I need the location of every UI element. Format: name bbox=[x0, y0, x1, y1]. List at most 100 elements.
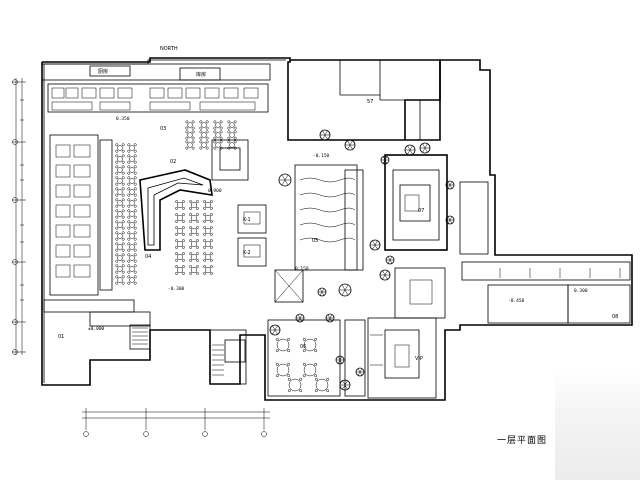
chair bbox=[199, 130, 203, 134]
chair bbox=[133, 160, 137, 164]
chair bbox=[199, 136, 203, 140]
plant-leaf bbox=[342, 380, 346, 386]
chair bbox=[227, 126, 231, 130]
chair bbox=[133, 264, 137, 268]
chair bbox=[115, 154, 119, 158]
chair bbox=[189, 265, 193, 269]
chair bbox=[185, 136, 189, 140]
room-vip-label: VIP bbox=[415, 356, 423, 362]
level-mark-0: ±0.000 bbox=[88, 326, 105, 332]
chair bbox=[233, 126, 237, 130]
plant-leaf bbox=[422, 147, 426, 153]
chair bbox=[233, 130, 237, 134]
plant-leaf bbox=[357, 368, 361, 373]
dining-table bbox=[201, 142, 207, 148]
chair bbox=[205, 146, 209, 150]
chair bbox=[195, 200, 199, 204]
chair bbox=[127, 275, 131, 279]
chair bbox=[209, 213, 213, 217]
room-05-label: 05 bbox=[312, 238, 318, 244]
chair bbox=[326, 377, 330, 381]
plant-leaf bbox=[329, 314, 333, 319]
chair bbox=[133, 149, 137, 153]
chair bbox=[287, 349, 291, 353]
plant-leaf bbox=[447, 219, 451, 224]
drawing-title: 一层平面图 bbox=[497, 436, 548, 446]
chair bbox=[127, 160, 131, 164]
north-label: NORTH bbox=[160, 46, 178, 52]
chair bbox=[115, 182, 119, 186]
plant-leaf bbox=[349, 140, 353, 146]
chair bbox=[195, 219, 199, 223]
chair bbox=[115, 160, 119, 164]
chair bbox=[209, 219, 213, 223]
dining-table bbox=[176, 227, 184, 235]
chair bbox=[299, 389, 303, 393]
chair bbox=[181, 245, 185, 249]
plant-leaf bbox=[382, 159, 386, 164]
chair bbox=[115, 248, 119, 252]
dining-table bbox=[176, 214, 184, 222]
chair bbox=[127, 171, 131, 175]
plant-leaf bbox=[384, 156, 388, 161]
chair bbox=[115, 253, 119, 257]
room-06-label: 06 bbox=[300, 344, 306, 350]
chair bbox=[115, 231, 119, 235]
dining-table bbox=[117, 277, 123, 283]
chair bbox=[189, 226, 193, 230]
plant-leaf bbox=[337, 356, 341, 361]
chair bbox=[199, 146, 203, 150]
dining-table bbox=[187, 142, 193, 148]
chair bbox=[181, 206, 185, 210]
plant-leaf bbox=[297, 317, 301, 322]
private-rooms bbox=[237, 204, 267, 267]
chair bbox=[213, 120, 217, 124]
chair bbox=[121, 198, 125, 202]
chair bbox=[121, 149, 125, 153]
kitchen-label: 厨房 bbox=[98, 68, 108, 75]
chair bbox=[115, 176, 119, 180]
dining-table bbox=[117, 156, 123, 162]
chair bbox=[133, 182, 137, 186]
dining-table bbox=[129, 211, 135, 217]
chair bbox=[115, 143, 119, 147]
chair bbox=[127, 281, 131, 285]
chair bbox=[121, 270, 125, 274]
right-vip-room bbox=[384, 154, 489, 319]
chair bbox=[121, 264, 125, 268]
plant-leaf bbox=[387, 259, 391, 264]
dining-table bbox=[129, 244, 135, 250]
chair bbox=[127, 242, 131, 246]
chair bbox=[133, 270, 137, 274]
top-kitchen-area bbox=[41, 63, 271, 113]
plant-leaf bbox=[319, 288, 323, 293]
chair bbox=[133, 231, 137, 235]
chair bbox=[203, 219, 207, 223]
chair bbox=[127, 204, 131, 208]
chair bbox=[181, 239, 185, 243]
chair bbox=[115, 171, 119, 175]
plant-leaf bbox=[341, 284, 346, 291]
dining-table bbox=[190, 227, 198, 235]
chair bbox=[275, 362, 279, 366]
room-k2-label: K-2 bbox=[243, 250, 251, 256]
chair bbox=[189, 252, 193, 256]
chair bbox=[133, 237, 137, 241]
chair bbox=[133, 204, 137, 208]
plant-leaf bbox=[299, 314, 303, 319]
chair bbox=[191, 140, 195, 144]
chair bbox=[302, 349, 306, 353]
chair bbox=[175, 213, 179, 217]
chair bbox=[209, 265, 213, 269]
chair bbox=[121, 204, 125, 208]
chair bbox=[185, 146, 189, 150]
chair bbox=[203, 258, 207, 262]
center-lounge bbox=[274, 164, 364, 303]
chair bbox=[175, 245, 179, 249]
plant-leaf bbox=[299, 317, 303, 322]
chair bbox=[121, 165, 125, 169]
plant-leaf bbox=[321, 288, 325, 293]
room-07-label: 07 bbox=[418, 208, 424, 214]
chair bbox=[181, 271, 185, 275]
